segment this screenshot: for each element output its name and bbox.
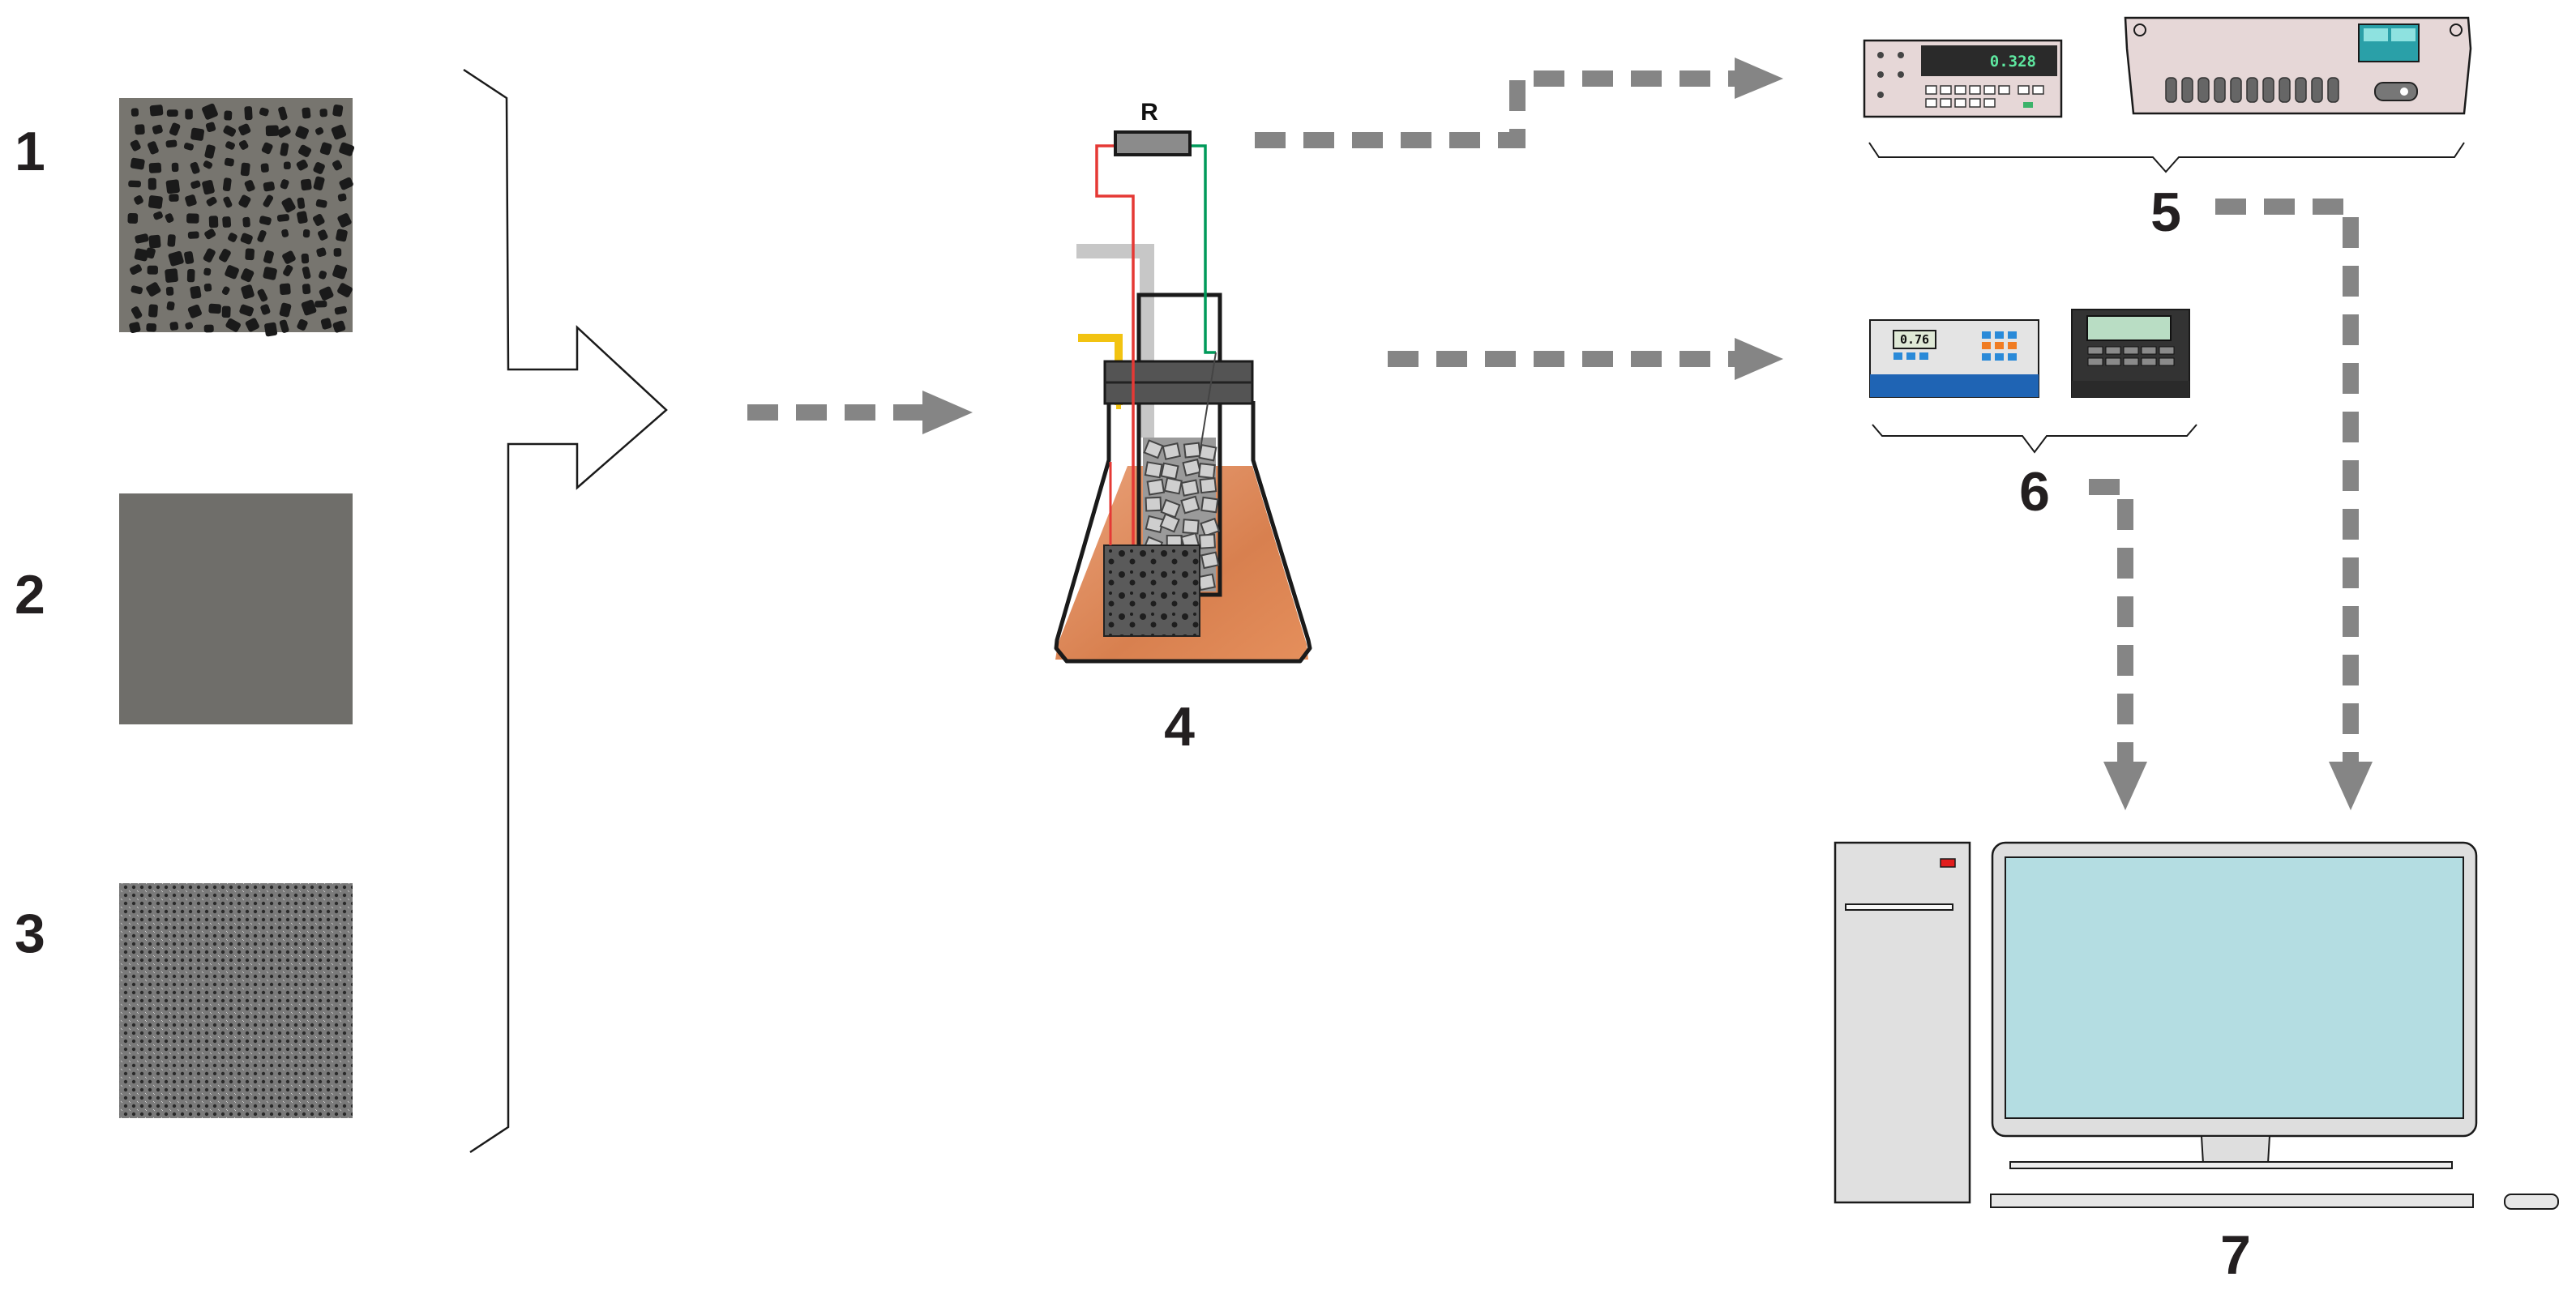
mouse-icon bbox=[2504, 1194, 2559, 1210]
ph-meter-icon: 0.76 bbox=[1869, 319, 2039, 398]
monitor-icon bbox=[1991, 841, 2478, 1169]
arrow-from-group-5 bbox=[2215, 199, 2373, 810]
keyboard-icon bbox=[1990, 1194, 2474, 1208]
ph-meter-readout: 0.76 bbox=[1900, 332, 1929, 347]
computer-label: 7 bbox=[2220, 1224, 2251, 1286]
multimeter-readout: 0.328 bbox=[1990, 53, 2036, 70]
computer-tower-icon bbox=[1834, 841, 1971, 1204]
meters-group-label: 6 bbox=[2019, 461, 2050, 523]
red-wire bbox=[1095, 144, 1135, 545]
green-wire bbox=[1187, 144, 1216, 354]
multimeter-icon: 0.328 bbox=[1863, 39, 2063, 118]
sample-1-porous-texture bbox=[119, 98, 355, 337]
sample-1-label: 1 bbox=[15, 121, 45, 182]
data-logger-icon bbox=[2124, 16, 2472, 115]
reactor-label: 4 bbox=[1164, 696, 1195, 758]
flask-icon: R bbox=[1054, 99, 1312, 664]
instruments-group-label: 5 bbox=[2150, 182, 2181, 243]
arrow-to-meters bbox=[1388, 338, 1783, 380]
arrow-to-instruments bbox=[1255, 58, 1783, 148]
sample-2-solid-texture bbox=[119, 493, 353, 724]
arrow-to-reactor bbox=[747, 391, 973, 434]
conductivity-meter-icon bbox=[2071, 309, 2190, 398]
sample-3-mesh-texture bbox=[119, 883, 353, 1118]
bracket-icon bbox=[463, 68, 668, 1154]
group-5-brace bbox=[1868, 142, 2465, 173]
sample-3-label: 3 bbox=[15, 903, 45, 964]
arrow-from-group-6 bbox=[2089, 479, 2147, 810]
group-6-brace bbox=[1872, 424, 2197, 454]
sample-2-label: 2 bbox=[15, 564, 45, 626]
resistor-icon bbox=[1114, 130, 1192, 156]
porous-electrode-icon bbox=[1103, 545, 1200, 637]
resistor-label: R bbox=[1140, 99, 1158, 126]
